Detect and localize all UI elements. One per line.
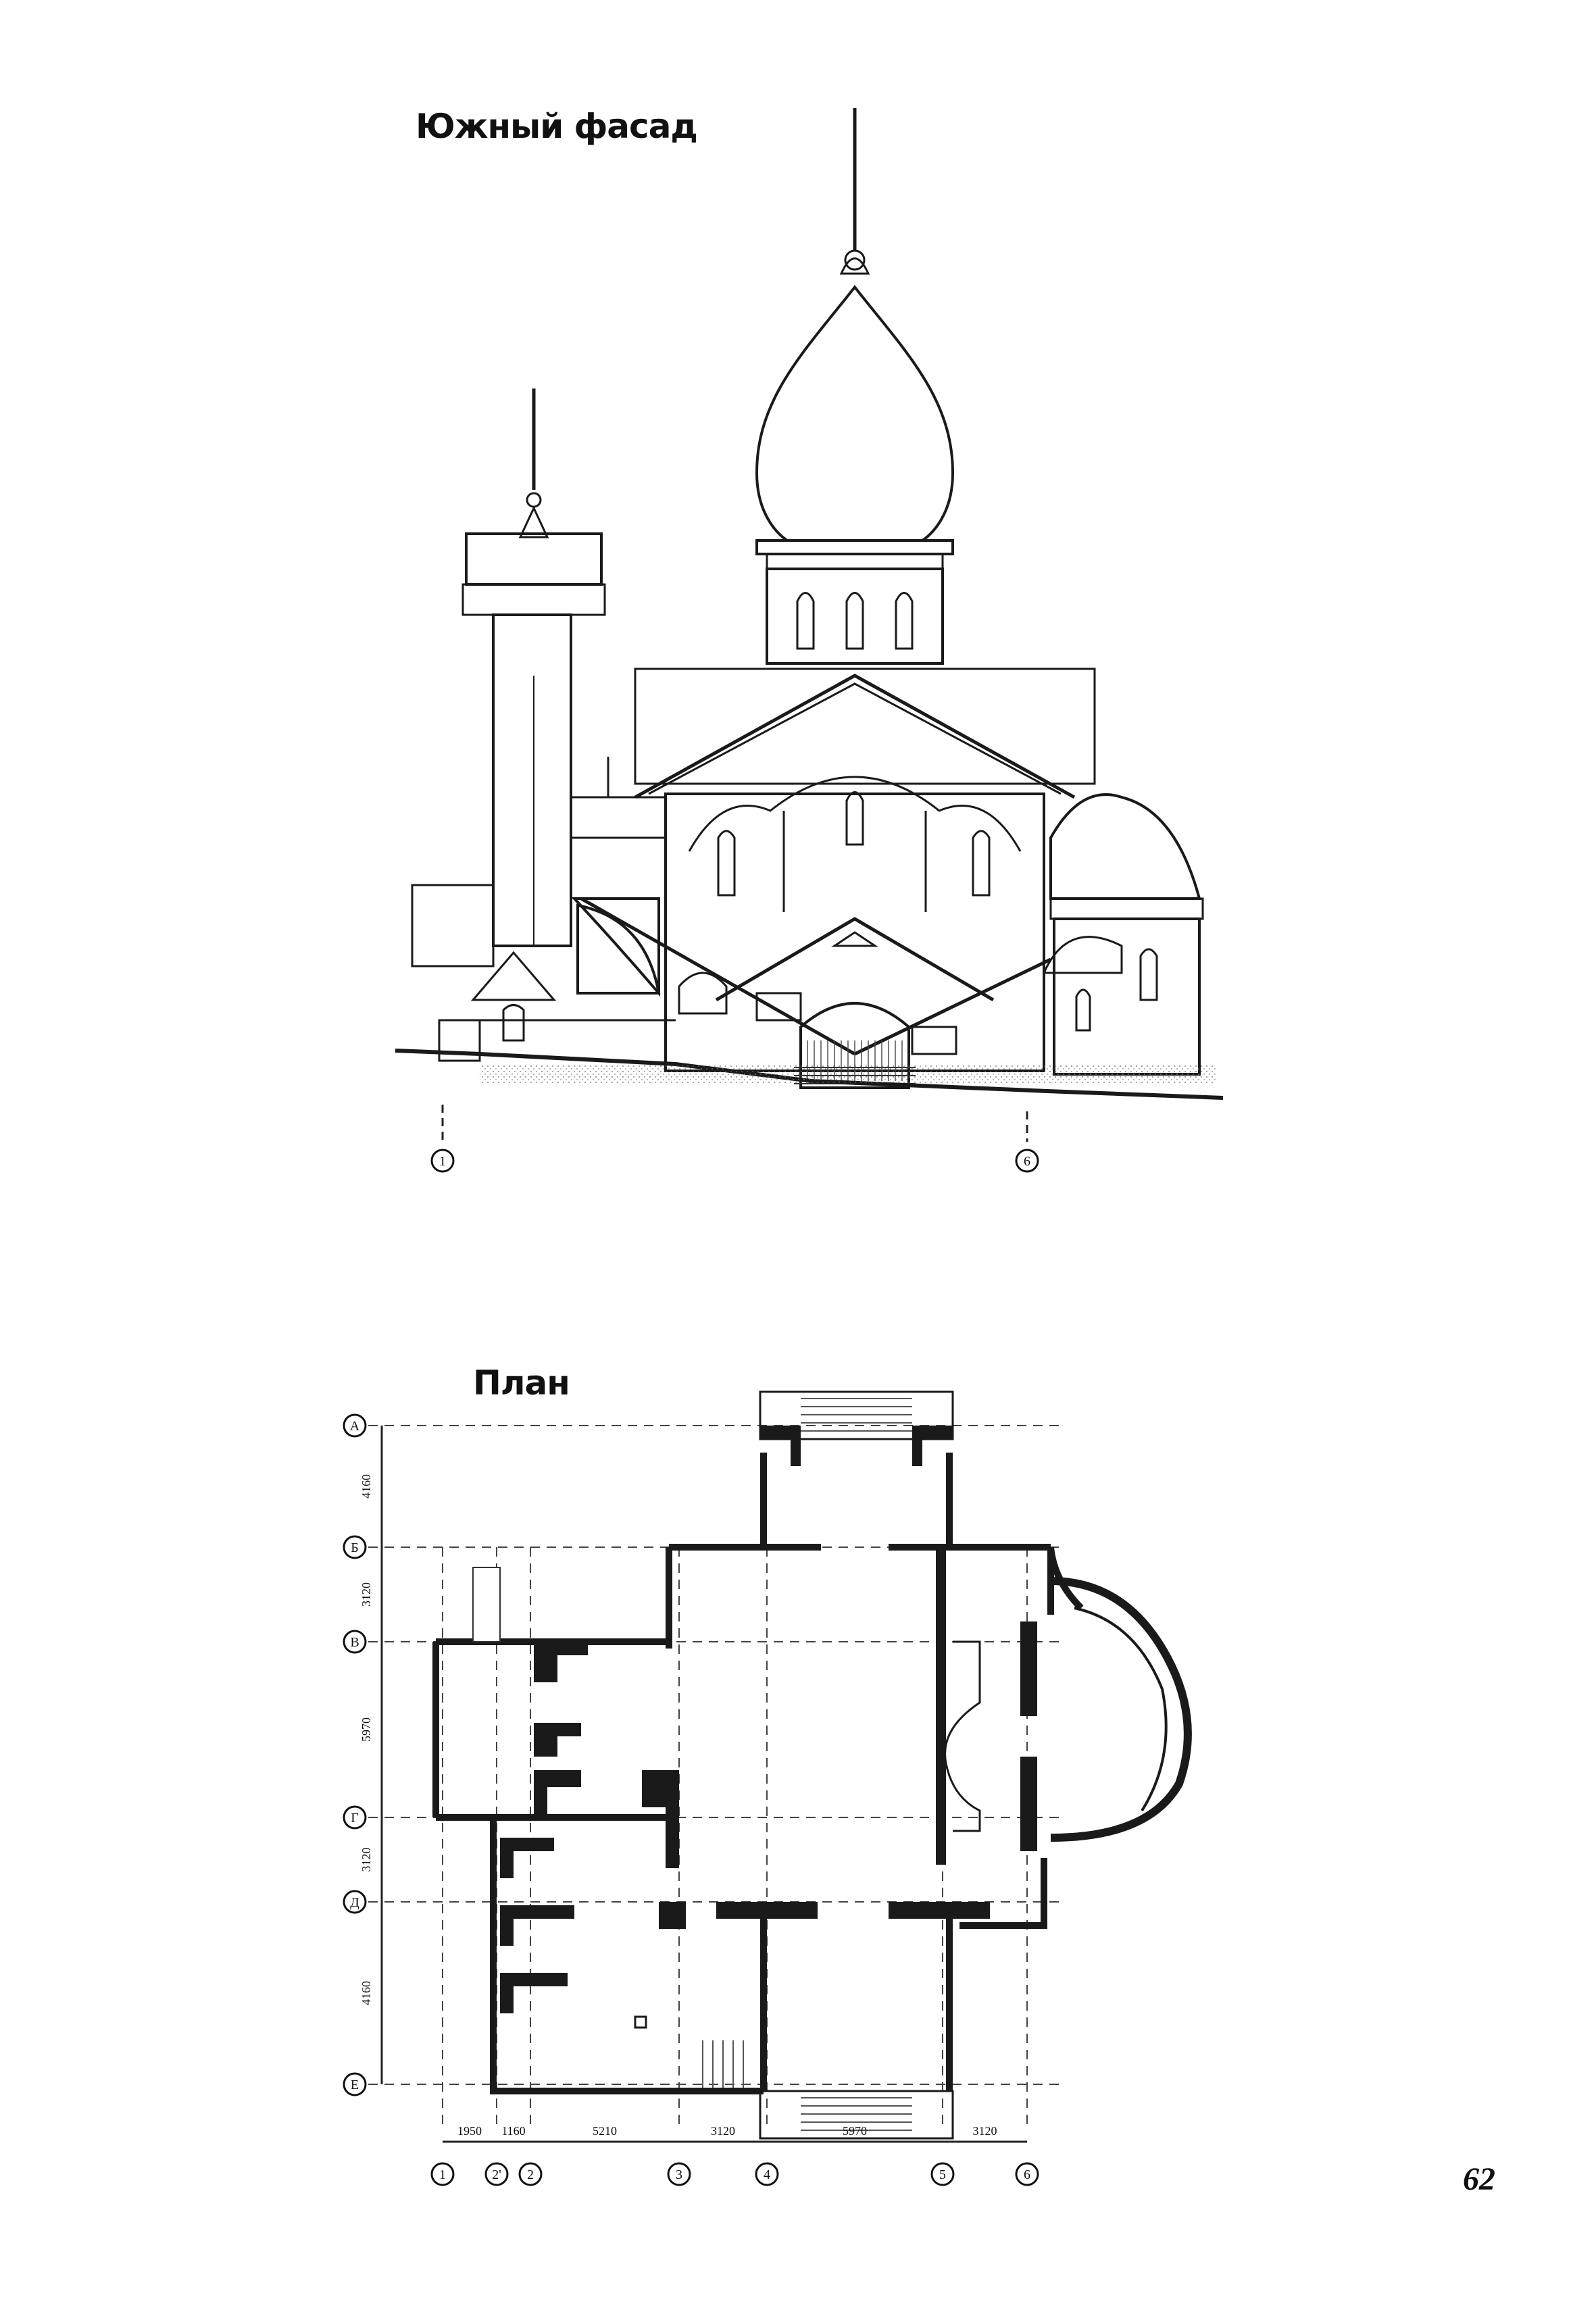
plan-row-axis: Б <box>343 1535 367 1559</box>
plan-row-axis: Е <box>343 2072 367 2096</box>
plan-col-axis: 2 <box>518 2162 543 2186</box>
page-number: 62 <box>1463 2161 1495 2197</box>
main-spire <box>839 108 870 275</box>
plan-row-dimension: 5970 <box>359 1717 373 1742</box>
plan-row-axis-label: Е <box>351 2078 359 2092</box>
plan-col-axis: 5 <box>930 2162 955 2186</box>
plan-row-axis: А <box>343 1413 367 1438</box>
facade-axis-6: 6 <box>1015 1149 1039 1173</box>
plan-col-axis-label: 1 <box>439 2167 446 2182</box>
plan-col-dimension: 3120 <box>711 2124 735 2138</box>
plan-row-axis: Д <box>343 1890 367 1914</box>
belltower <box>411 532 606 1042</box>
plan-row-dimension: 4160 <box>359 1981 373 2005</box>
plan-col-axis-label: 4 <box>764 2167 770 2182</box>
facade-axis-1: 1 <box>430 1149 455 1173</box>
plan-row-axis-label: А <box>350 1419 360 1434</box>
onion-dome <box>755 284 955 570</box>
plan-col-axis-label: 5 <box>939 2167 946 2182</box>
plan-col-dimension: 5210 <box>593 2124 617 2138</box>
plan-col-axis-label: 2 <box>527 2167 534 2182</box>
plan-col-axis: 3 <box>667 2162 691 2186</box>
plan-col-dimension: 1950 <box>457 2124 482 2138</box>
plan-col-axis: 6 <box>1015 2162 1039 2186</box>
apse <box>1042 793 1204 1076</box>
dome-drum <box>766 568 944 665</box>
facade-axis-1-label: 1 <box>439 1154 446 1169</box>
nave-roof <box>634 668 1096 785</box>
plan-row-axis-label: Б <box>351 1540 358 1555</box>
plan-col-axis-label: 2' <box>492 2167 501 2182</box>
plan-title: План <box>473 1363 570 1403</box>
belltower-spire <box>518 388 549 538</box>
plan-row-axis-label: Г <box>351 1811 359 1826</box>
plan-row-axis: В <box>343 1630 367 1654</box>
plan-col-axis: 4 <box>755 2162 779 2186</box>
plan-col-dimension: 3120 <box>973 2124 997 2138</box>
plan-row-dimension: 4160 <box>359 1474 373 1499</box>
plan-col-axis-label: 3 <box>676 2167 682 2182</box>
plan-col-axis: 1 <box>430 2162 455 2186</box>
facade-axis-6-label: 6 <box>1024 1154 1030 1169</box>
plan-col-dimension: 1160 <box>501 2124 525 2138</box>
plan-row-dimension: 3120 <box>359 1582 373 1607</box>
plan-row-dimension: 3120 <box>359 1848 373 1872</box>
facade-title: Южный фасад <box>416 107 698 146</box>
church-body <box>634 674 1076 1072</box>
plan-drawing: А Б В Г Д Е 1 2' 2 3 4 5 6 4160 3120 5970 3120 4160 195… <box>343 1390 1192 2186</box>
plan-col-dimension: 5970 <box>843 2124 867 2138</box>
plan-row-axis-label: В <box>350 1635 359 1650</box>
plan-row-axis: Г <box>343 1805 367 1830</box>
plan-row-axis-label: Д <box>350 1895 359 1910</box>
west-annex <box>438 757 676 1062</box>
plan-col-axis: 2' <box>484 2162 509 2186</box>
plan-col-axis-label: 6 <box>1024 2167 1030 2182</box>
